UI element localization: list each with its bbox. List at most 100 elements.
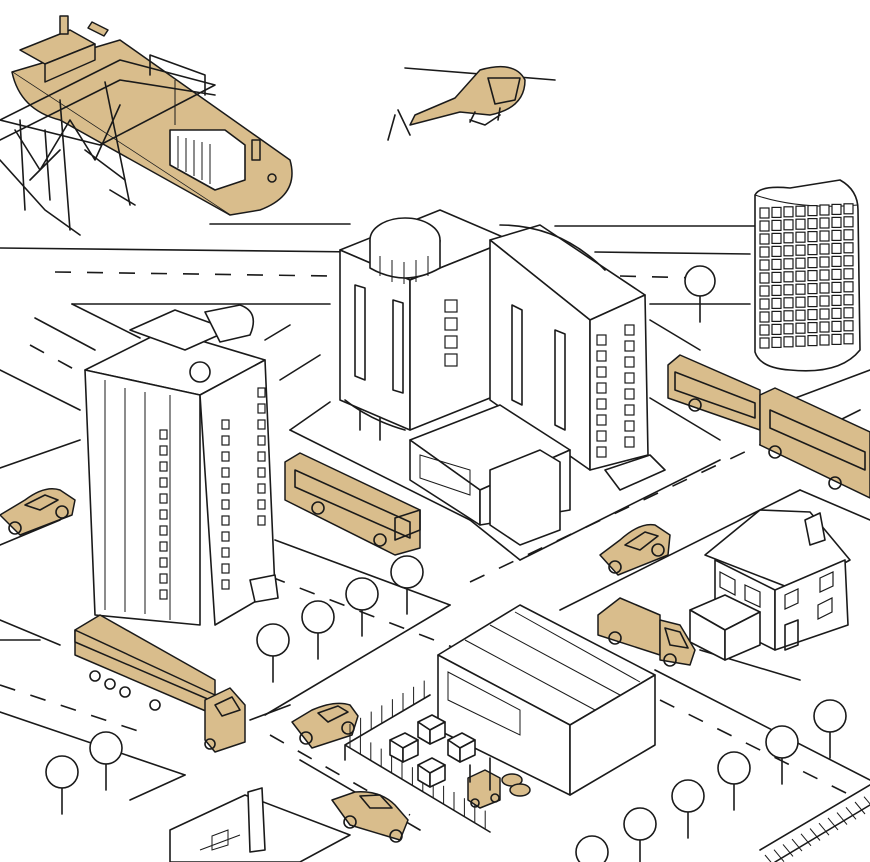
- tree: [575, 835, 609, 862]
- window: [843, 307, 854, 319]
- window: [831, 229, 842, 241]
- rail-tie: [836, 812, 848, 825]
- window: [819, 282, 830, 294]
- rail-tie: [791, 838, 803, 852]
- road-center-line: [659, 699, 861, 801]
- pallet-boxes: [389, 714, 476, 788]
- tree: [89, 731, 123, 791]
- road-edge: [0, 439, 81, 469]
- tree-crown: [256, 623, 290, 657]
- window: [795, 283, 806, 295]
- window: [819, 256, 830, 268]
- window: [624, 340, 635, 352]
- forklift: [467, 757, 531, 809]
- window: [783, 258, 794, 270]
- window: [159, 445, 168, 456]
- window: [444, 299, 458, 313]
- window: [444, 353, 458, 367]
- window: [771, 206, 782, 218]
- car: [0, 488, 76, 536]
- window: [159, 525, 168, 536]
- window: [831, 242, 842, 254]
- window: [159, 557, 168, 568]
- warehouse: [437, 604, 656, 796]
- window: [759, 272, 770, 284]
- window: [159, 541, 168, 552]
- window: [771, 323, 782, 335]
- rail-tie: [773, 849, 785, 862]
- window: [159, 573, 168, 584]
- rail-tie: [818, 822, 830, 836]
- tree-crown: [301, 600, 335, 634]
- window: [819, 334, 830, 346]
- window: [795, 205, 806, 217]
- window: [159, 589, 168, 600]
- road-edge: [654, 669, 870, 781]
- window: [843, 216, 854, 228]
- rail-tie: [764, 854, 772, 862]
- window: [783, 245, 794, 257]
- window: [624, 372, 635, 384]
- road-edge: [71, 303, 141, 339]
- tree-crown: [623, 807, 657, 841]
- window: [159, 509, 168, 520]
- window: [819, 295, 830, 307]
- window: [831, 255, 842, 267]
- window: [759, 207, 770, 219]
- window: [843, 281, 854, 293]
- tower-windows: [759, 203, 854, 349]
- window: [783, 232, 794, 244]
- rail-tie: [854, 801, 866, 815]
- window: [795, 257, 806, 269]
- window: [783, 336, 794, 348]
- window: [221, 499, 230, 510]
- window: [221, 579, 230, 590]
- road-edge: [469, 519, 521, 561]
- tree-crown: [390, 555, 424, 589]
- window: [819, 243, 830, 255]
- window: [771, 297, 782, 309]
- window: [843, 229, 854, 241]
- window: [831, 294, 842, 306]
- tree: [390, 555, 424, 615]
- window: [771, 271, 782, 283]
- tree: [45, 755, 79, 815]
- window: [257, 451, 266, 462]
- road-center-line: [29, 344, 91, 379]
- window: [221, 483, 230, 494]
- tall-office-tower: [84, 304, 279, 626]
- window: [159, 429, 168, 440]
- window: [759, 311, 770, 323]
- window: [221, 451, 230, 462]
- window: [843, 203, 854, 215]
- rail-ties: [764, 796, 870, 862]
- window: [624, 324, 635, 336]
- tree: [301, 600, 335, 660]
- factory: [169, 787, 351, 862]
- rail-tie: [809, 828, 821, 841]
- window: [807, 218, 818, 230]
- rail-tie: [800, 833, 812, 847]
- window: [771, 245, 782, 257]
- window: [596, 350, 607, 362]
- window: [759, 233, 770, 245]
- tree-crown: [45, 755, 79, 789]
- window: [831, 268, 842, 280]
- rail-tie: [827, 817, 839, 831]
- window: [783, 310, 794, 322]
- window: [221, 435, 230, 446]
- road-edge: [264, 324, 291, 341]
- window: [159, 493, 168, 504]
- window: [759, 220, 770, 232]
- window: [221, 563, 230, 574]
- tree-crown: [89, 731, 123, 765]
- window: [221, 547, 230, 558]
- window: [257, 419, 266, 430]
- tree: [684, 265, 716, 323]
- window: [807, 283, 818, 295]
- window: [771, 219, 782, 231]
- window: [819, 269, 830, 281]
- road-edge: [264, 604, 451, 716]
- tree: [765, 725, 799, 785]
